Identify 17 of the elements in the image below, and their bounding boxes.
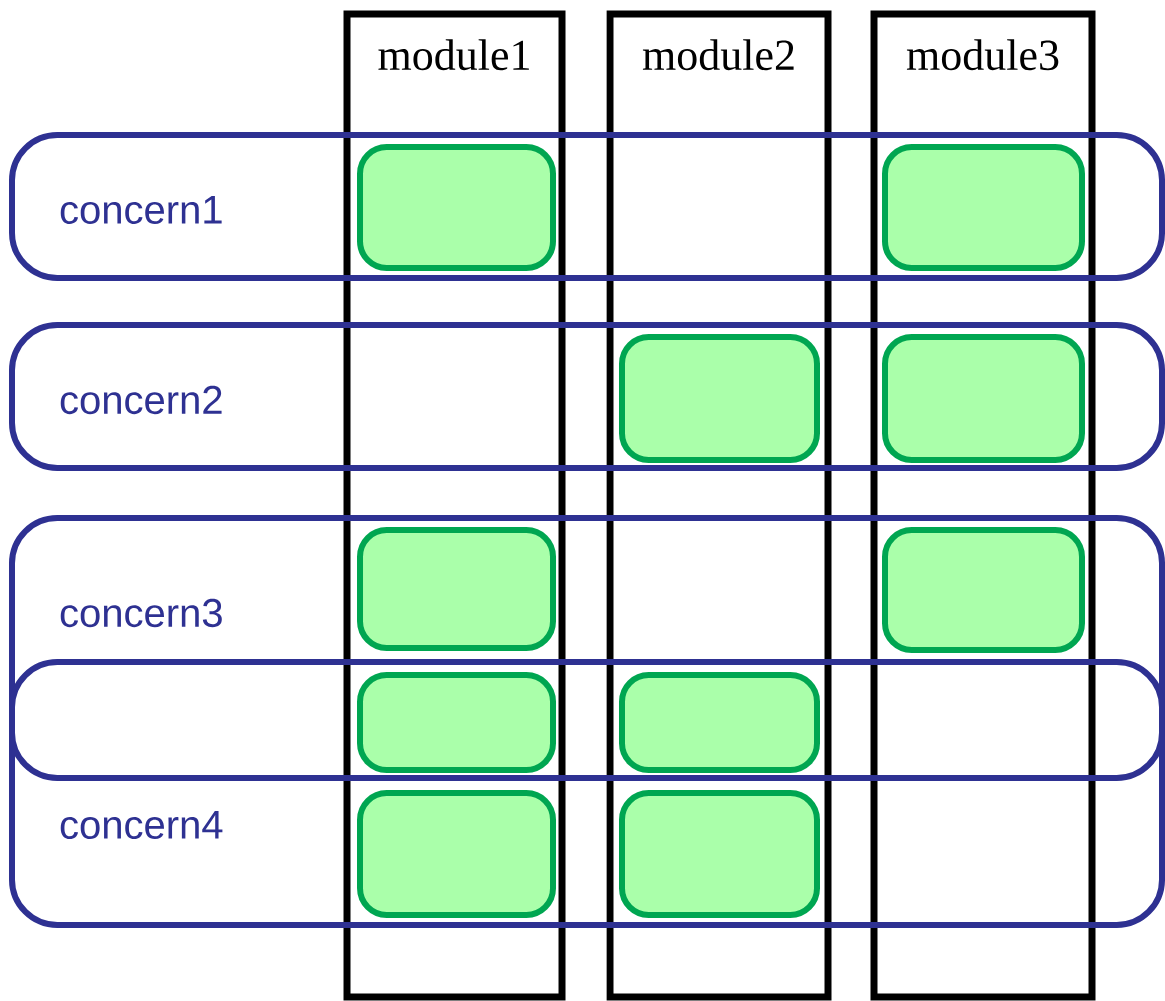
code-fragment-box bbox=[357, 144, 556, 271]
code-fragment-box bbox=[882, 144, 1085, 271]
module-column: module3 bbox=[870, 10, 1096, 1001]
code-fragment-box bbox=[619, 790, 820, 918]
concern-band: concern2 bbox=[9, 322, 1165, 471]
module-column: module2 bbox=[606, 10, 832, 1001]
code-fragment-box bbox=[882, 334, 1085, 463]
code-fragment-box bbox=[357, 527, 556, 651]
code-fragment-box bbox=[357, 672, 556, 773]
code-fragment-box bbox=[357, 790, 556, 918]
concern-band: concern1 bbox=[9, 132, 1165, 281]
code-fragment-box bbox=[619, 334, 820, 463]
module-column: module1 bbox=[343, 10, 566, 1001]
code-fragment-box bbox=[882, 527, 1085, 653]
code-fragment-box bbox=[619, 672, 820, 773]
concern-band: concern4 bbox=[9, 659, 1165, 928]
concern-band: concern3 bbox=[9, 515, 1165, 781]
